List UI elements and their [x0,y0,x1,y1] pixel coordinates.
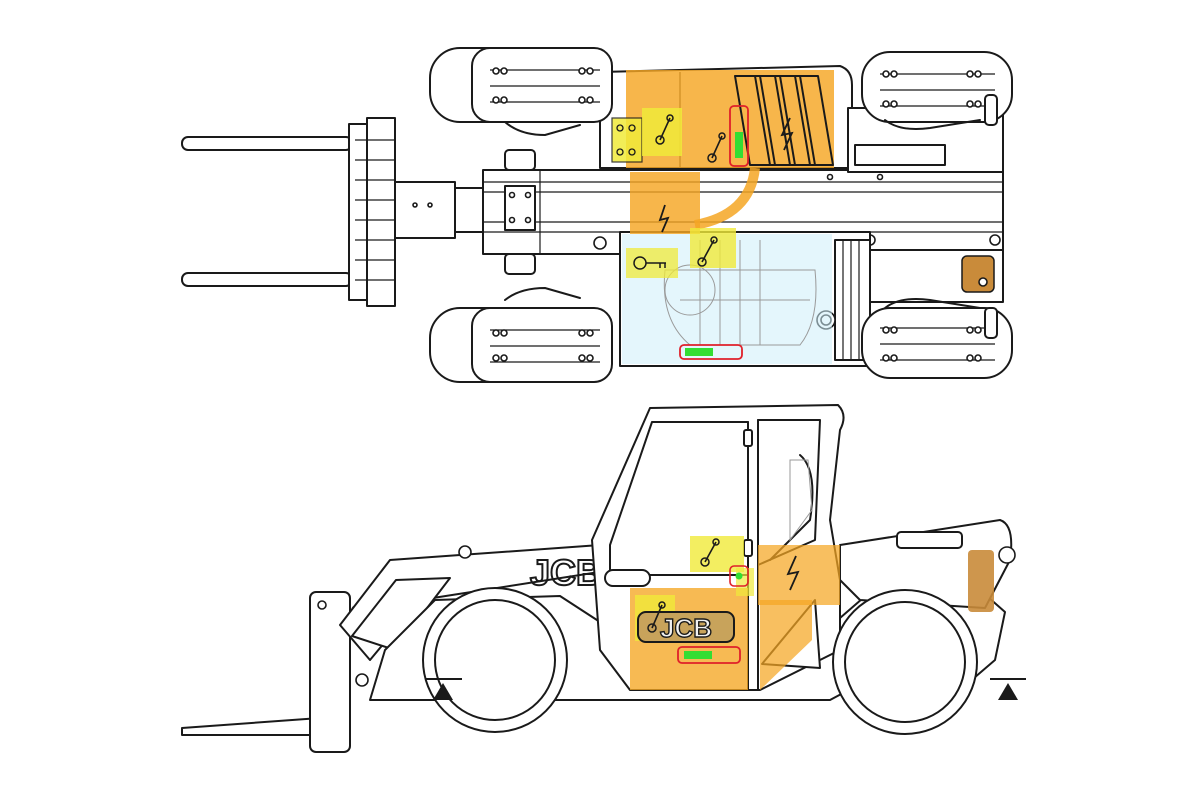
lever-icon [655,114,674,145]
axle-linkages [504,94,998,339]
boom-logo: JCB [530,552,602,593]
support-point-icon [990,678,1026,700]
fork-side [181,591,369,753]
side-view: JCB [181,404,1026,753]
seat-outline-top [663,240,817,346]
battery-box-top [961,255,995,293]
lever-icon [647,601,666,633]
indicator-door-top [679,344,743,360]
radiator-grille [734,75,834,166]
door-logo: JCB [660,613,712,643]
tyre-front-left [429,47,613,123]
lever-icon [707,132,726,163]
indicator-door-side [677,646,741,664]
tyre-rear-left [861,51,1013,123]
lever-icon [700,538,720,567]
indicator-isolator-top [729,105,749,167]
jcb-logo-plate: JCB [637,611,735,644]
hinge-icon [616,124,636,156]
support-point-icon [425,678,462,700]
lightning-icon [658,204,670,233]
tyre-front-right [429,307,613,383]
lightning-icon [786,555,800,591]
lightning-icon [780,117,794,151]
indicator-cab-side [729,565,749,587]
key-icon [633,256,666,270]
lever-icon [697,236,718,267]
tyre-rear-right [861,307,1013,379]
control-zones-top [611,108,736,278]
top-view [181,47,1013,383]
fork-tines [181,136,353,287]
wheel-front-side [422,587,568,733]
fork-carriage [348,117,396,307]
chassis [482,169,1004,255]
boom [394,181,491,239]
wheel-rear-side [832,589,978,735]
